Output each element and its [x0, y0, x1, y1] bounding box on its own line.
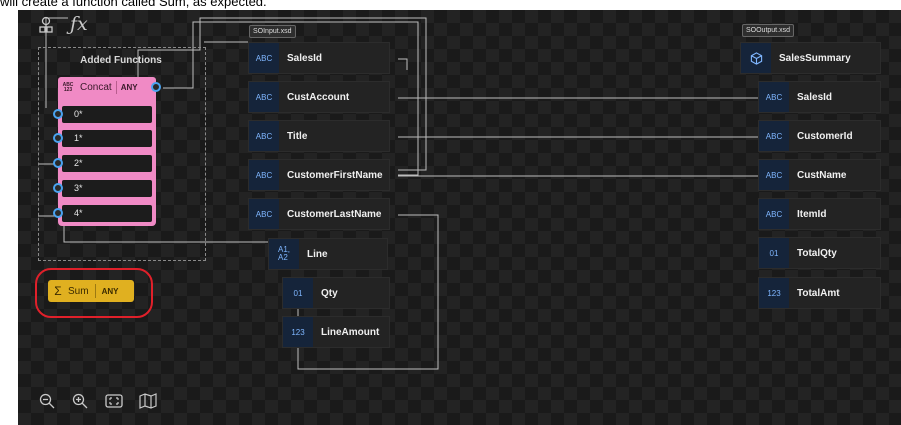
concat-pin-2[interactable]: 2* [62, 155, 152, 172]
field-label: SalesId [797, 91, 833, 103]
concat-pin-1[interactable]: 1* [62, 130, 152, 147]
string-type-tag: ABC [759, 160, 789, 190]
string-type-tag: ABC [249, 199, 279, 229]
target-field-totalamt[interactable]: 123 TotalAmt [758, 277, 881, 309]
string-type-tag: ABC [759, 121, 789, 151]
source-field-customerfirstname[interactable]: ABC CustomerFirstName [248, 159, 390, 191]
string-type-tag: ABC [249, 160, 279, 190]
mapping-canvas[interactable]: ƒx Added Functions ABC 123 Concat ANY 0*… [18, 10, 901, 425]
added-functions-title: Added Functions [80, 55, 162, 66]
sum-function-node[interactable]: Σ Sum ANY [48, 280, 134, 302]
field-label: TotalAmt [797, 287, 840, 299]
field-label: Qty [321, 287, 338, 299]
zoom-out-icon[interactable] [39, 393, 55, 413]
string-type-tag: ABC 123 [62, 81, 74, 93]
target-field-custname[interactable]: ABC CustName [758, 159, 881, 191]
field-label: SalesSummary [779, 52, 851, 64]
source-schema-tab[interactable]: SOInput.xsd [249, 25, 296, 38]
string-type-tag: ABC [249, 121, 279, 151]
source-field-qty[interactable]: 01 Qty [282, 277, 390, 309]
concat-output-port[interactable] [151, 82, 161, 92]
source-field-salesid[interactable]: ABC SalesId [248, 42, 390, 74]
number-type-tag: 01 [283, 278, 313, 308]
added-functions-group [38, 47, 206, 261]
concat-function-node[interactable]: ABC 123 Concat ANY [58, 77, 156, 98]
fit-to-screen-icon[interactable] [105, 393, 123, 413]
field-label: CustAccount [287, 91, 350, 103]
source-field-customerlastname[interactable]: ABC CustomerLastName [248, 198, 390, 230]
caption-text: will create a function called Sum, as ex… [0, 0, 267, 9]
field-label: CustomerLastName [287, 208, 382, 220]
divider [94, 284, 96, 298]
sum-highlight-circle [35, 268, 153, 318]
concat-input-port[interactable] [53, 208, 63, 218]
cube-icon [741, 43, 771, 73]
field-label: ItemId [797, 208, 827, 220]
sigma-icon: Σ [54, 284, 62, 298]
string-type-tag: ABC [759, 82, 789, 112]
target-field-totalqty[interactable]: 01 TotalQty [758, 237, 881, 269]
number-type-tag: 01 [759, 238, 789, 268]
source-field-custaccount[interactable]: ABC CustAccount [248, 81, 390, 113]
target-field-salesid[interactable]: ABC SalesId [758, 81, 881, 113]
string-type-tag: ABC [759, 199, 789, 229]
minimap-icon[interactable] [139, 393, 157, 413]
concat-type: ANY [120, 83, 138, 92]
schema-tree-icon[interactable] [38, 16, 54, 37]
field-label: TotalQty [797, 247, 837, 259]
function-icon[interactable]: ƒx [70, 13, 88, 35]
concat-label: Concat [80, 82, 112, 93]
concat-pin-4[interactable]: 4* [62, 205, 152, 222]
concat-input-port[interactable] [53, 183, 63, 193]
source-field-line[interactable]: A1, A2 Line [268, 238, 388, 270]
target-field-itemid[interactable]: ABC ItemId [758, 198, 881, 230]
decimal-type-tag: 123 [759, 278, 789, 308]
array-type-tag: A1, A2 [269, 239, 299, 269]
target-root-salessummary[interactable]: SalesSummary [740, 42, 881, 74]
sum-type: ANY [101, 286, 119, 296]
string-type-tag: ABC [249, 82, 279, 112]
divider [115, 81, 117, 94]
field-label: Title [287, 130, 308, 142]
field-label: LineAmount [321, 326, 380, 338]
decimal-type-tag: 123 [283, 317, 313, 347]
concat-pin-0[interactable]: 0* [62, 106, 152, 123]
concat-input-port[interactable] [53, 109, 63, 119]
field-label: CustomerFirstName [287, 169, 383, 181]
field-label: Line [307, 248, 328, 260]
source-field-title[interactable]: ABC Title [248, 120, 390, 152]
string-type-tag: ABC [249, 43, 279, 73]
sum-label: Sum [68, 285, 89, 297]
concat-pin-3[interactable]: 3* [62, 180, 152, 197]
field-label: SalesId [287, 52, 323, 64]
concat-input-port[interactable] [53, 158, 63, 168]
target-schema-tab[interactable]: SOOutput.xsd [742, 24, 794, 37]
field-label: CustomerId [797, 130, 853, 142]
source-field-lineamount[interactable]: 123 LineAmount [282, 316, 390, 348]
concat-input-port[interactable] [53, 133, 63, 143]
target-field-customerid[interactable]: ABC CustomerId [758, 120, 881, 152]
zoom-in-icon[interactable] [72, 393, 88, 413]
field-label: CustName [797, 169, 847, 181]
